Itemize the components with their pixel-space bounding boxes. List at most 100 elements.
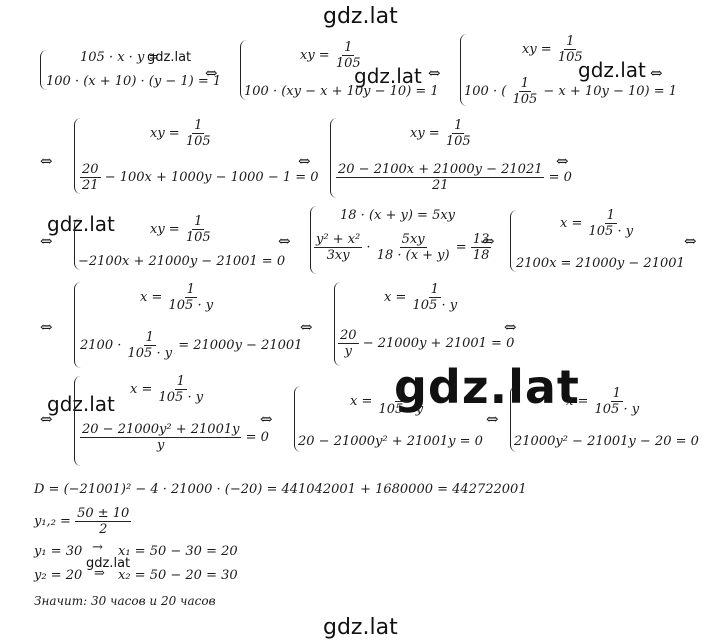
- equation-text: xy =: [150, 222, 180, 237]
- equation-line: 2100x = 21000y − 21001: [516, 256, 685, 271]
- equation-line: 21000y² − 21001y − 20 = 0: [514, 434, 699, 449]
- equation-text: 100 · (: [464, 84, 507, 99]
- equivalence-symbol: ⇔: [504, 318, 517, 336]
- equivalence-symbol: ⇔: [205, 64, 218, 82]
- equivalence-symbol: ⇔: [650, 64, 663, 82]
- equation-text: y₁,₂ =: [34, 514, 71, 529]
- discriminant-line: D = (−21001)² − 4 · 21000 · (−20) = 4410…: [34, 482, 527, 497]
- equation-text: x =: [350, 394, 373, 409]
- equivalence-symbol: ⇔: [40, 318, 53, 336]
- brace: [74, 376, 81, 466]
- brace: [294, 386, 301, 452]
- equation-text: xy =: [522, 42, 552, 57]
- equation-line: 100 · (xy − x + 10y − 10) = 1: [244, 84, 439, 99]
- equivalence-symbol: ⇔: [684, 232, 697, 250]
- equation-line: 18 · (x + y) = 5xy: [340, 208, 456, 223]
- brace: [40, 50, 47, 90]
- arrow-icon: →: [92, 540, 103, 555]
- brace: [74, 218, 81, 270]
- equivalence-symbol: ⇔: [40, 152, 53, 170]
- equation-text: =: [455, 240, 467, 255]
- brace: [74, 282, 81, 368]
- equivalence-symbol: ⇔: [482, 232, 495, 250]
- x1-line: x₁ = 50 − 30 = 20: [118, 544, 238, 559]
- equation-text: x =: [566, 394, 589, 409]
- brace: [510, 386, 517, 452]
- equation-text: x =: [140, 290, 163, 305]
- watermark-bottom: gdz.lat: [323, 615, 398, 640]
- equivalence-symbol: ⇔: [260, 410, 273, 428]
- equivalence-symbol: ⇔: [428, 64, 441, 82]
- brace: [460, 34, 467, 106]
- equivalence-symbol: ⇔: [40, 232, 53, 250]
- watermark-inline-5: gdz.lat: [47, 392, 115, 416]
- equation-line: 20 − 21000y² + 21001y = 0: [298, 434, 483, 449]
- watermark-inline-6: gdz.lat: [86, 556, 131, 571]
- equation-text: x =: [560, 216, 583, 231]
- equation-text: xy =: [300, 48, 330, 63]
- y2-line: y₂ = 20: [34, 568, 83, 583]
- brace: [510, 210, 517, 272]
- watermark-inline-1: gdz.lat: [147, 50, 192, 65]
- equation-text: x =: [130, 382, 153, 397]
- x2-line: x₂ = 50 − 20 = 30: [118, 568, 238, 583]
- equivalence-symbol: ⇔: [300, 318, 313, 336]
- watermark-large: gdz.lat: [394, 360, 580, 414]
- watermark-inline-2: gdz.lat: [354, 64, 422, 88]
- answer-line: Значит: 30 часов и 20 часов: [34, 594, 216, 608]
- equivalence-symbol: ⇔: [278, 232, 291, 250]
- equation-text: ·: [366, 240, 371, 255]
- implies-icon: ⇒: [94, 566, 105, 581]
- equivalence-symbol: ⇔: [486, 410, 499, 428]
- equation-line: 100 · (x + 10) · (y − 1) = 1: [46, 74, 222, 89]
- brace: [74, 118, 81, 194]
- equation-text: 2100 ·: [80, 338, 122, 353]
- equation-text: = 0: [245, 430, 269, 445]
- y1-line: y₁ = 30: [34, 544, 83, 559]
- brace: [330, 118, 337, 198]
- equation-text: = 0: [548, 170, 572, 185]
- equivalence-symbol: ⇔: [556, 152, 569, 170]
- equation-text: xy =: [150, 126, 180, 141]
- brace: [240, 40, 247, 100]
- watermark-inline-3: gdz.lat: [578, 58, 646, 82]
- equation-text: x =: [384, 290, 407, 305]
- equation-text: − 100x + 1000y − 1000 − 1 = 0: [104, 170, 319, 185]
- watermark-top: gdz.lat: [323, 4, 398, 29]
- equation-line: −2100x + 21000y − 21001 = 0: [78, 254, 286, 269]
